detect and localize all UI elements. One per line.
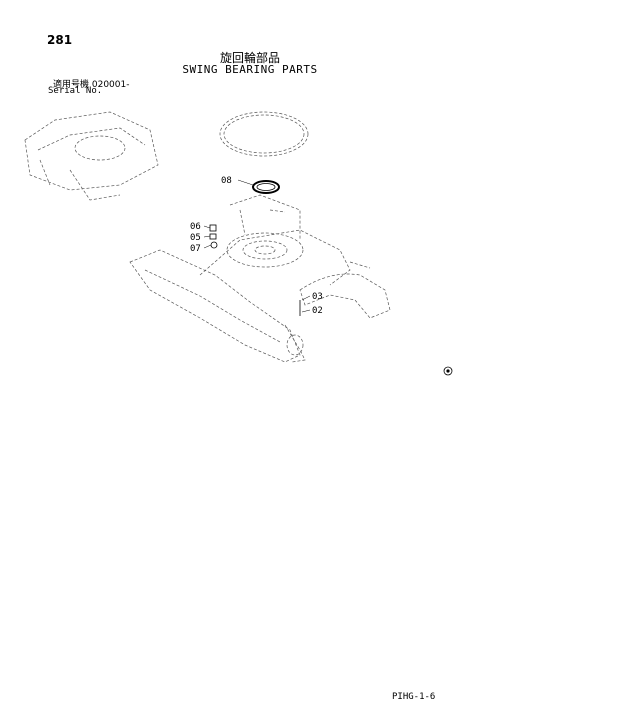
reference-mark-icon: [443, 366, 453, 376]
small-parts-drawing: [209, 224, 301, 316]
callout-03: 03: [312, 292, 323, 302]
parts-drawing: 08 06 05 07 03 02: [24, 111, 453, 376]
callout-08: 08: [221, 176, 232, 186]
footer-code: PIHG-1-6: [392, 692, 436, 702]
serial-label-japanese: 適用号機 020001-: [53, 80, 130, 90]
ghost-frame-drawing: [24, 111, 159, 201]
callout-07: 07: [190, 244, 201, 254]
page-title: SWING BEARING PARTS: [182, 63, 318, 76]
callout-06: 06: [190, 222, 201, 232]
undercarriage-drawing: [129, 194, 391, 363]
serial-label: Serial No.: [48, 86, 103, 96]
seal-ring-drawing: [252, 180, 280, 194]
page-number: 281: [47, 33, 73, 47]
ghost-ring-drawing: [219, 111, 309, 157]
page-title-japanese: 旋回輪部品: [219, 51, 280, 65]
callout-05: 05: [190, 233, 201, 243]
callout-02: 02: [312, 306, 323, 316]
